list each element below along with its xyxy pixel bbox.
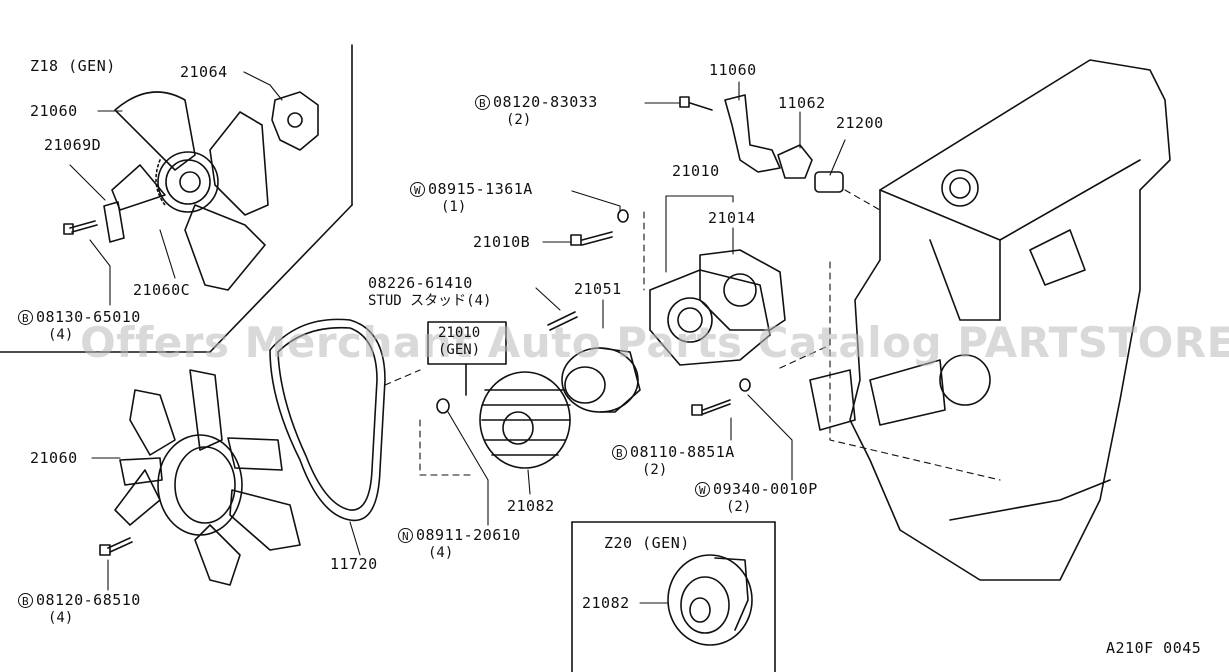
part-number: 08120-83033 xyxy=(493,93,598,111)
washer-09340 xyxy=(739,378,751,392)
stud-08226 xyxy=(547,311,578,331)
bolt-marker-icon: B xyxy=(475,95,490,110)
label-21010b[interactable]: 21010B xyxy=(473,233,531,251)
part-number: 09340-0010P xyxy=(713,480,818,498)
label-11720[interactable]: 11720 xyxy=(330,555,378,573)
label-21082[interactable]: 21082 xyxy=(507,497,555,515)
qty-08120-83033: (2) xyxy=(506,112,532,128)
label-21014[interactable]: 21014 xyxy=(708,209,756,227)
watermark: Offers Merchant Auto Parts Catalog PARTS… xyxy=(80,318,1229,367)
bolt-21010b xyxy=(570,231,613,246)
section-title-z20: Z20 (GEN) xyxy=(604,534,690,552)
label-21064[interactable]: 21064 xyxy=(180,63,228,81)
fan-belt-11720 xyxy=(269,318,386,522)
nut-08911 xyxy=(436,398,450,414)
part-number: 08911-20610 xyxy=(416,526,521,544)
inset-code: 21010 xyxy=(438,325,481,341)
leader-lines xyxy=(69,71,846,604)
part-number: 08120-68510 xyxy=(36,591,141,609)
label-08226-61410[interactable]: 08226-61410 xyxy=(368,274,473,292)
label-21051[interactable]: 21051 xyxy=(574,280,622,298)
engine-block xyxy=(809,59,1171,581)
nut-marker-icon: N xyxy=(398,528,413,543)
qty-08120-68510: (4) xyxy=(48,610,74,626)
fan-spacer-21064 xyxy=(271,91,319,151)
part-number: 08110-8851A xyxy=(630,443,735,461)
inset-gen: (GEN) xyxy=(438,342,481,358)
z20-inset-frame xyxy=(571,521,776,672)
label-21060c[interactable]: 21060C xyxy=(133,281,191,299)
qty-09340-0010p: (2) xyxy=(726,499,752,515)
qty-08130-65010: (4) xyxy=(48,327,74,343)
section-title-z18: Z18 (GEN) xyxy=(30,57,116,75)
diagram-code: A210F 0045 xyxy=(1106,639,1202,657)
water-pump-21010 xyxy=(649,269,771,366)
label-21082-z20[interactable]: 21082 xyxy=(582,594,630,612)
washer-marker-icon: W xyxy=(410,182,425,197)
fan-coupling-21082-z20 xyxy=(667,554,753,646)
part-number: 08915-1361A xyxy=(428,180,533,198)
washer-08915 xyxy=(617,209,629,223)
pulley-21051 xyxy=(561,347,641,413)
part-number: 08130-65010 xyxy=(36,308,141,326)
fan-coupling-21082 xyxy=(479,371,571,469)
label-21060-lower[interactable]: 21060 xyxy=(30,449,78,467)
dashed-reference-lines xyxy=(384,189,1001,481)
washer-marker-icon: W xyxy=(695,482,710,497)
qty-08911-20610: (4) xyxy=(428,545,454,561)
label-21010[interactable]: 21010 xyxy=(672,162,720,180)
z18-section-frame xyxy=(0,44,353,353)
bolt-marker-icon: B xyxy=(18,310,33,325)
qty-08915-1361a: (1) xyxy=(441,199,467,215)
inset-21010-gen-box xyxy=(427,321,507,396)
bolt-upper xyxy=(679,96,713,111)
qty-08110-8851a: (2) xyxy=(642,462,668,478)
label-11062[interactable]: 11062 xyxy=(778,94,826,112)
gasket-21014 xyxy=(699,249,786,331)
label-21069d[interactable]: 21069D xyxy=(44,136,102,154)
bolt-marker-icon: B xyxy=(612,445,627,460)
fan-21060-lower xyxy=(114,369,301,586)
label-21200[interactable]: 21200 xyxy=(836,114,884,132)
bolt-z18 xyxy=(63,220,98,235)
thermostat-21200 xyxy=(814,171,844,193)
gasket-11062 xyxy=(777,144,813,179)
bolt-lower-fan xyxy=(99,537,133,556)
bolt-marker-icon: B xyxy=(18,593,33,608)
label-11060[interactable]: 11060 xyxy=(709,61,757,79)
outlet-11060 xyxy=(724,94,781,173)
bolt-08110 xyxy=(691,399,731,416)
z18-fan-blade-assembly xyxy=(111,91,269,291)
spacer-bracket-21069d xyxy=(103,201,125,243)
label-21060-top[interactable]: 21060 xyxy=(30,102,78,120)
label-stud: STUD スタッド(4) xyxy=(368,293,492,309)
